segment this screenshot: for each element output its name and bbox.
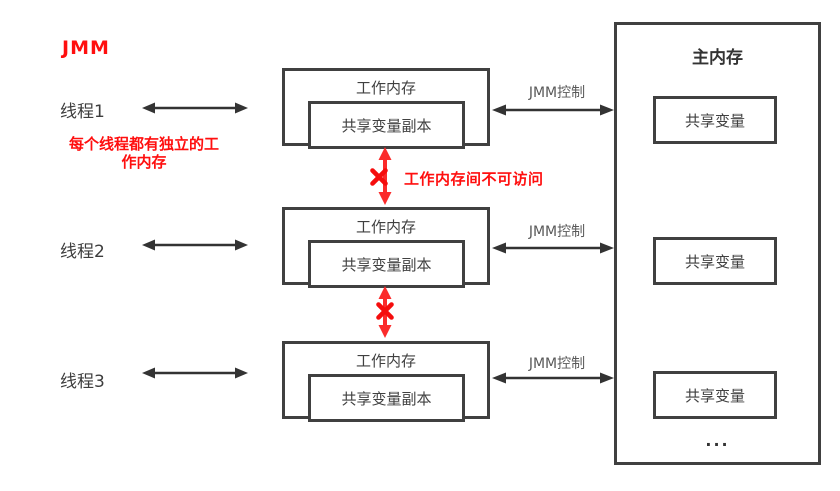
thread-3-label: 线程3 [60, 372, 105, 392]
diagram-title: JMM [62, 37, 110, 59]
jmm-control-arrow-icon-1 [492, 104, 614, 116]
more-variables-ellipsis: ... [705, 431, 730, 450]
jmm-control-label-2: JMM控制 [528, 224, 586, 240]
x-icon-2 [376, 302, 394, 320]
jmm-control-arrow-icon-3 [492, 372, 614, 384]
working-memory-box-1: 工作内存 共享变量副本 [282, 68, 490, 149]
main-memory-box: 主内存 共享变量 共享变量 共享变量 ... [614, 22, 821, 465]
blocked-arrow-icon-1 [378, 147, 392, 205]
thread1-bidirectional-arrow-icon [142, 102, 248, 114]
working-memory-box-2: 工作内存 共享变量副本 [282, 207, 490, 288]
shared-variable-box-1: 共享变量 [653, 96, 777, 144]
no-access-note: 工作内存间不可访问 [404, 170, 544, 188]
thread2-bidirectional-arrow-icon [142, 239, 248, 251]
working-memory-box-3: 工作内存 共享变量副本 [282, 341, 490, 422]
main-memory-title: 主内存 [692, 48, 743, 68]
jmm-control-arrow-icon-2 [492, 242, 614, 254]
shared-variable-box-3: 共享变量 [653, 371, 777, 419]
thread3-bidirectional-arrow-icon [142, 367, 248, 379]
jmm-control-label-3: JMM控制 [528, 356, 586, 372]
thread-note: 每个线程都有独立的工作内存 [68, 135, 219, 171]
working-memory-label: 工作内存 [355, 79, 416, 97]
thread-1-label: 线程1 [60, 102, 105, 122]
shared-variable-copy-box: 共享变量副本 [308, 240, 465, 288]
shared-variable-copy-box: 共享变量副本 [308, 101, 465, 149]
shared-variable-copy-box: 共享变量副本 [308, 374, 465, 422]
working-memory-label: 工作内存 [355, 352, 416, 370]
shared-variable-box-2: 共享变量 [653, 237, 777, 285]
thread-2-label: 线程2 [60, 242, 105, 262]
x-icon-1 [370, 168, 388, 186]
working-memory-label: 工作内存 [355, 218, 416, 236]
jmm-control-label-1: JMM控制 [528, 85, 586, 101]
